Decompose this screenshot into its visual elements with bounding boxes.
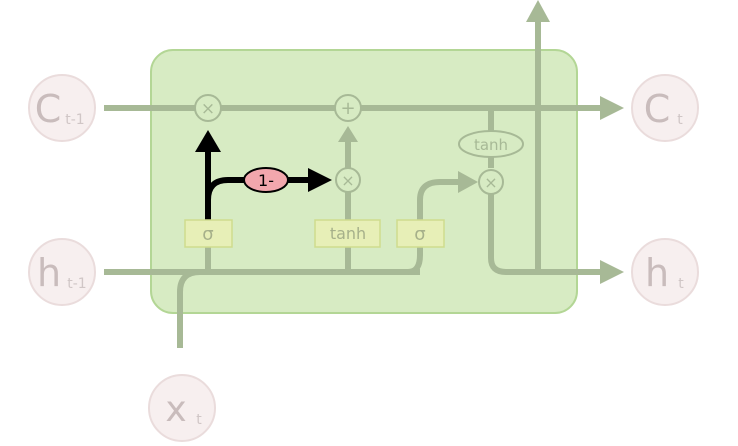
x-input-node: x t bbox=[148, 374, 216, 442]
add-cell-op: + bbox=[334, 94, 362, 122]
svg-text:t: t bbox=[196, 412, 202, 428]
svg-text:×: × bbox=[341, 171, 354, 190]
svg-text:tanh: tanh bbox=[474, 136, 508, 154]
h-prev-node: h t-1 bbox=[28, 238, 96, 306]
one-minus-node: 1- bbox=[243, 167, 289, 193]
svg-text:h: h bbox=[37, 251, 61, 295]
svg-text:1-: 1- bbox=[258, 171, 274, 190]
output-gate-arrowhead bbox=[458, 171, 478, 193]
add-arrowhead bbox=[338, 126, 358, 142]
cell-state-arrowhead bbox=[600, 96, 624, 120]
multiply-forget-op: × bbox=[194, 94, 222, 122]
svg-text:C: C bbox=[644, 87, 671, 131]
output-gate-path bbox=[407, 179, 462, 275]
svg-text:h: h bbox=[645, 251, 669, 295]
svg-text:x: x bbox=[165, 389, 186, 430]
forget-sigma-gate: σ bbox=[184, 219, 233, 248]
candidate-tanh-gate: tanh bbox=[314, 219, 381, 248]
svg-text:σ: σ bbox=[414, 224, 425, 245]
cell-tanh-node: tanh bbox=[458, 130, 524, 158]
forget-highlight-arrowhead bbox=[195, 130, 221, 152]
h-next-node: h t bbox=[631, 238, 699, 306]
svg-text:t-1: t-1 bbox=[65, 112, 84, 128]
hidden-output-arrowhead bbox=[600, 260, 624, 284]
multiply-output-op: × bbox=[478, 169, 504, 195]
lstm-cell-body bbox=[150, 49, 578, 314]
svg-text:+: + bbox=[340, 98, 355, 119]
svg-text:×: × bbox=[201, 99, 215, 119]
multiply-input-op: × bbox=[335, 167, 361, 193]
svg-text:σ: σ bbox=[202, 224, 213, 245]
svg-text:C: C bbox=[35, 87, 62, 131]
svg-text:t: t bbox=[678, 276, 684, 292]
svg-text:tanh: tanh bbox=[330, 224, 366, 243]
svg-text:t: t bbox=[677, 112, 683, 128]
one-minus-input-line bbox=[205, 177, 244, 201]
hidden-up-arrowhead bbox=[526, 0, 550, 22]
c-prev-node: C t-1 bbox=[28, 74, 96, 142]
c-next-node: C t bbox=[631, 74, 699, 142]
output-sigma-gate: σ bbox=[396, 219, 445, 248]
hidden-output-line bbox=[488, 194, 600, 275]
x-input-line bbox=[177, 269, 201, 348]
one-minus-arrowhead bbox=[308, 168, 332, 192]
svg-text:t-1: t-1 bbox=[67, 276, 86, 292]
svg-text:×: × bbox=[484, 173, 497, 192]
